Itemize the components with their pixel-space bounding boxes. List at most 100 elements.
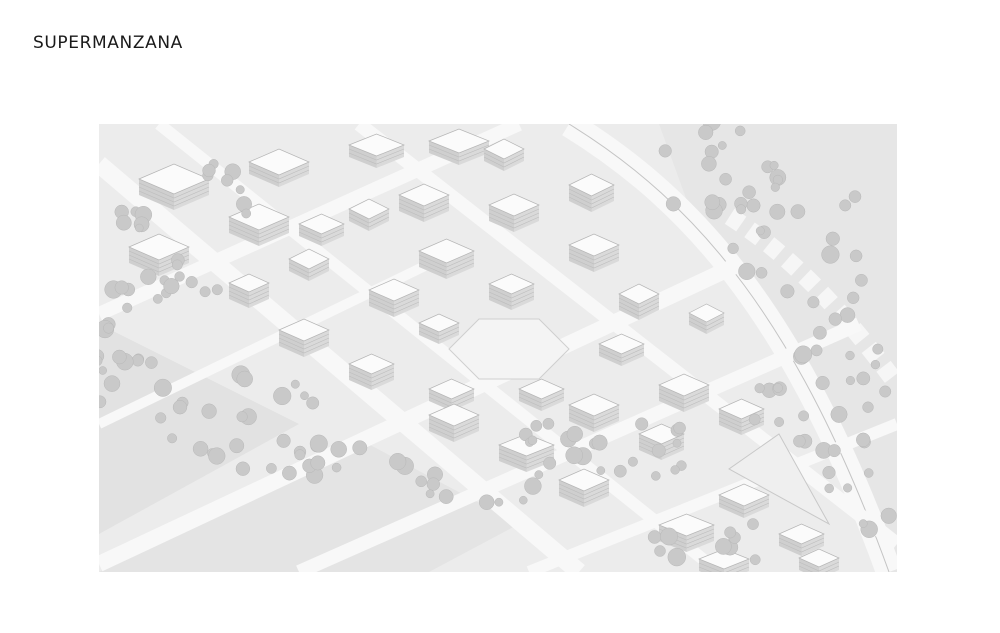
tree (310, 455, 326, 471)
building (598, 333, 645, 366)
page-title: SUPERMANZANA (33, 33, 183, 53)
tree (306, 396, 320, 410)
building (698, 548, 750, 572)
riverside-road (704, 196, 897, 390)
tree (494, 497, 504, 507)
tree (719, 172, 732, 186)
tree (524, 477, 542, 495)
tree (211, 284, 223, 296)
tree (855, 273, 868, 287)
tree (208, 447, 226, 465)
tree (651, 471, 661, 481)
building (558, 468, 610, 507)
tree (534, 470, 544, 479)
tree (478, 494, 495, 510)
tree (858, 519, 868, 528)
buildings (128, 128, 840, 572)
tree (769, 160, 779, 170)
tree (742, 185, 756, 199)
tree (103, 375, 121, 392)
tree (266, 463, 277, 474)
building (778, 523, 825, 556)
tree (221, 174, 234, 187)
tree (591, 434, 608, 451)
tree (872, 343, 884, 355)
tree (863, 468, 874, 478)
green-field-upper (99, 324, 299, 534)
tree (810, 344, 823, 357)
tree (794, 345, 813, 364)
tree (330, 441, 347, 458)
tree (530, 419, 543, 432)
building (488, 193, 540, 232)
tree (235, 185, 245, 195)
building (278, 318, 330, 357)
tree (849, 249, 863, 263)
green-field-lower (99, 439, 519, 572)
building (228, 203, 290, 246)
tree (99, 355, 103, 366)
building (428, 128, 490, 165)
curved-road-edge (568, 124, 890, 572)
tree (543, 456, 557, 470)
tree (755, 226, 765, 236)
tree (415, 475, 427, 488)
tree (426, 477, 440, 491)
tree (847, 291, 860, 304)
tree (229, 438, 245, 454)
central-plaza (448, 318, 570, 380)
tree (825, 231, 840, 246)
building (298, 213, 345, 246)
tree (352, 440, 368, 456)
tree (738, 262, 756, 280)
tree (746, 198, 761, 213)
building (428, 403, 480, 442)
tree (770, 182, 780, 192)
tree (827, 444, 841, 458)
tree (734, 125, 746, 137)
tree (862, 401, 874, 413)
tree (848, 190, 862, 203)
tree (813, 325, 827, 340)
building (798, 548, 840, 572)
tree (748, 413, 761, 426)
tree (815, 375, 830, 391)
tree (704, 194, 721, 211)
tree (843, 483, 853, 493)
tree (300, 391, 309, 401)
building (348, 353, 395, 390)
tree (99, 395, 107, 409)
tree (519, 495, 528, 505)
tree (773, 383, 783, 393)
tree (140, 268, 157, 285)
building (618, 283, 660, 320)
tree (822, 465, 836, 480)
building (658, 373, 710, 412)
tree (670, 465, 680, 475)
tree (236, 370, 253, 388)
tree (99, 366, 107, 375)
tree (294, 449, 306, 461)
urban-plan-svg (99, 124, 897, 572)
tree (153, 378, 172, 397)
building (488, 273, 535, 310)
tree (122, 302, 133, 313)
tree (566, 425, 583, 443)
tree (290, 379, 300, 389)
tree (152, 294, 163, 304)
building (688, 303, 725, 334)
tree (665, 196, 681, 212)
building (718, 483, 770, 518)
tree (793, 434, 806, 448)
tree (613, 464, 627, 478)
building (518, 378, 565, 411)
tree (167, 433, 178, 444)
tree (880, 507, 897, 524)
tree (438, 489, 454, 504)
building (483, 138, 525, 171)
building (568, 233, 620, 272)
triangle-park (728, 433, 831, 526)
tree (201, 403, 217, 419)
tree (163, 278, 180, 295)
tree (309, 434, 328, 453)
